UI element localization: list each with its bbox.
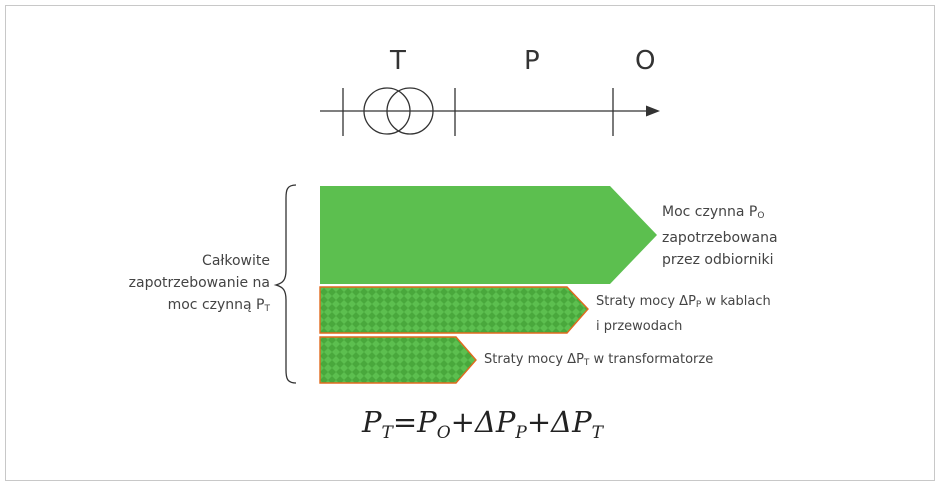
cable-losses-line2: i przewodach: [596, 319, 683, 334]
cable-losses-label: Straty mocy ΔPP w kablach i przewodach: [596, 291, 771, 337]
load-demand-line2: zapotrzebowana: [662, 230, 778, 246]
bar-transformer-losses: [319, 336, 477, 384]
bar-load-demand: [320, 186, 657, 284]
total-demand-line1: Całkowite: [202, 253, 270, 269]
bar-cable-losses: [319, 286, 589, 334]
load-demand-line3: przez odbiorniki: [662, 252, 774, 268]
curly-brace-icon: [273, 184, 297, 384]
power-balance-formula: PT=PO+ΔPP+ΔPT: [362, 405, 603, 443]
total-demand-label: Całkowite zapotrzebowanie na moc czynną …: [120, 250, 270, 320]
transformer-losses-line1: Straty mocy ΔPT w transformatorze: [484, 352, 714, 368]
node-label-o: O: [635, 46, 656, 76]
node-label-t: T: [390, 46, 406, 76]
schematic-line: [320, 87, 660, 136]
arrow-right-icon: [646, 105, 660, 117]
total-demand-line2: zapotrzebowanie na: [128, 275, 270, 291]
transformer-symbol-icon: [363, 87, 434, 135]
node-label-p: P: [524, 46, 540, 76]
transformer-losses-label: Straty mocy ΔPT w transformatorze: [484, 349, 713, 374]
load-demand-line1: Moc czynna PO: [662, 204, 765, 221]
total-demand-line3: moc czynną PT: [167, 297, 270, 314]
cable-losses-line1: Straty mocy ΔPP w kablach: [596, 294, 771, 310]
load-demand-label: Moc czynna PO zapotrzebowana przez odbio…: [662, 201, 778, 271]
